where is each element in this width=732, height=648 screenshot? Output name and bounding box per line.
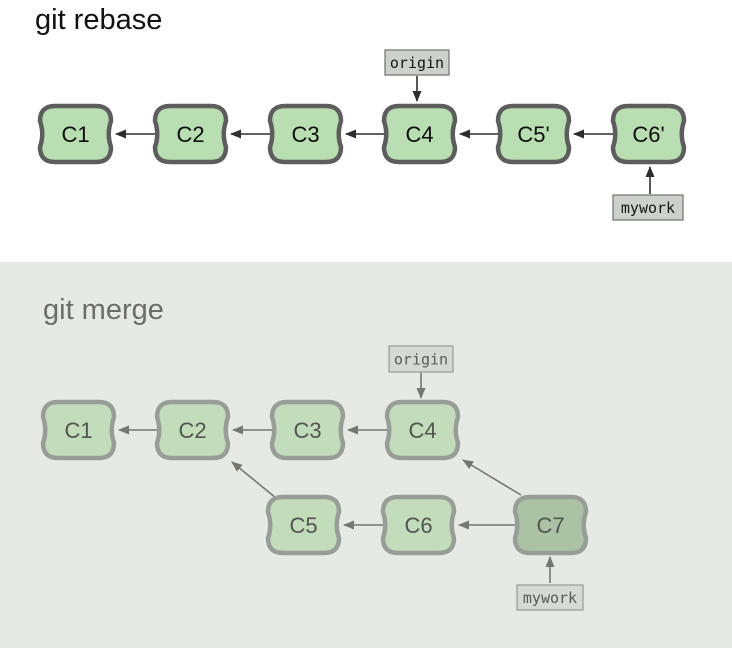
merge-ref-box-mywork (516, 584, 584, 611)
merge-commit-label-c3: C3 (293, 418, 321, 443)
rebase-commit-shape-c2 (152, 103, 229, 165)
rebase-commit-node-c3: C3 (267, 103, 344, 165)
merge-commit-node-c5: C5 (265, 494, 342, 556)
rebase-ref-box-mywork (612, 194, 684, 221)
merge-commit-node-c4: C4 (384, 399, 461, 461)
merge-commit-shape-c7 (512, 494, 589, 556)
merge-ref-box-origin (388, 345, 454, 373)
rebase-commit-label-c1: C1 (61, 122, 89, 147)
merge-commit-shape-c3 (269, 399, 346, 461)
rebase-ref-box-origin (384, 49, 450, 76)
merge-ref-origin: origin (388, 345, 454, 399)
rebase-ref-label-mywork: mywork (621, 199, 675, 217)
merge-commit-node-c7: C7 (512, 494, 589, 556)
merge-commit-label-c2: C2 (178, 418, 206, 443)
rebase-commit-graph: C1 C2 C3 C4 C5' C6' origin mywork (37, 49, 687, 221)
merge-ref-mywork: mywork (516, 556, 584, 611)
rebase-panel: git rebase C1 C2 C3 C4 C5' C6' origin mywork (0, 0, 732, 262)
rebase-ref-origin: origin (384, 49, 450, 102)
merge-commit-node-c2: C2 (154, 399, 231, 461)
rebase-commit-node-c5p: C5' (495, 103, 572, 165)
merge-commit-node-c3: C3 (269, 399, 346, 461)
rebase-commit-shape-c4 (381, 103, 458, 165)
merge-commit-shape-c5 (265, 494, 342, 556)
merge-commit-label-c4: C4 (408, 418, 436, 443)
rebase-commit-shape-c3 (267, 103, 344, 165)
rebase-commit-label-c2: C2 (176, 122, 204, 147)
rebase-ref-mywork: mywork (612, 166, 684, 221)
merge-ref-label-origin: origin (394, 351, 448, 369)
merge-edge-c7-to-c4 (462, 459, 522, 496)
merge-commit-shape-c6 (380, 494, 457, 556)
rebase-commit-node-c6p: C6' (610, 103, 687, 165)
rebase-commit-label-c6p: C6' (632, 122, 664, 147)
rebase-commit-label-c3: C3 (291, 122, 319, 147)
rebase-commit-node-c4: C4 (381, 103, 458, 165)
merge-commit-label-c1: C1 (64, 418, 92, 443)
rebase-commit-node-c1: C1 (37, 103, 114, 165)
merge-commit-shape-c4 (384, 399, 461, 461)
rebase-ref-label-origin: origin (390, 54, 444, 72)
merge-title: git merge (43, 294, 164, 326)
rebase-commit-shape-c1 (37, 103, 114, 165)
merge-commit-shape-c2 (154, 399, 231, 461)
merge-commit-node-c1: C1 (40, 399, 117, 461)
rebase-title: git rebase (35, 4, 163, 36)
merge-commit-label-c7: C7 (536, 513, 564, 538)
rebase-commit-label-c5p: C5' (517, 122, 549, 147)
rebase-commit-shape-c5p (495, 103, 572, 165)
merge-commit-label-c6: C6 (404, 513, 432, 538)
merge-commit-label-c5: C5 (289, 513, 317, 538)
merge-ref-label-mywork: mywork (523, 589, 577, 607)
rebase-commit-shape-c6p (610, 103, 687, 165)
rebase-commit-node-c2: C2 (152, 103, 229, 165)
merge-edge-c5-to-c2 (231, 461, 277, 499)
merge-commit-node-c6: C6 (380, 494, 457, 556)
merge-commit-shape-c1 (40, 399, 117, 461)
rebase-commit-label-c4: C4 (405, 122, 433, 147)
